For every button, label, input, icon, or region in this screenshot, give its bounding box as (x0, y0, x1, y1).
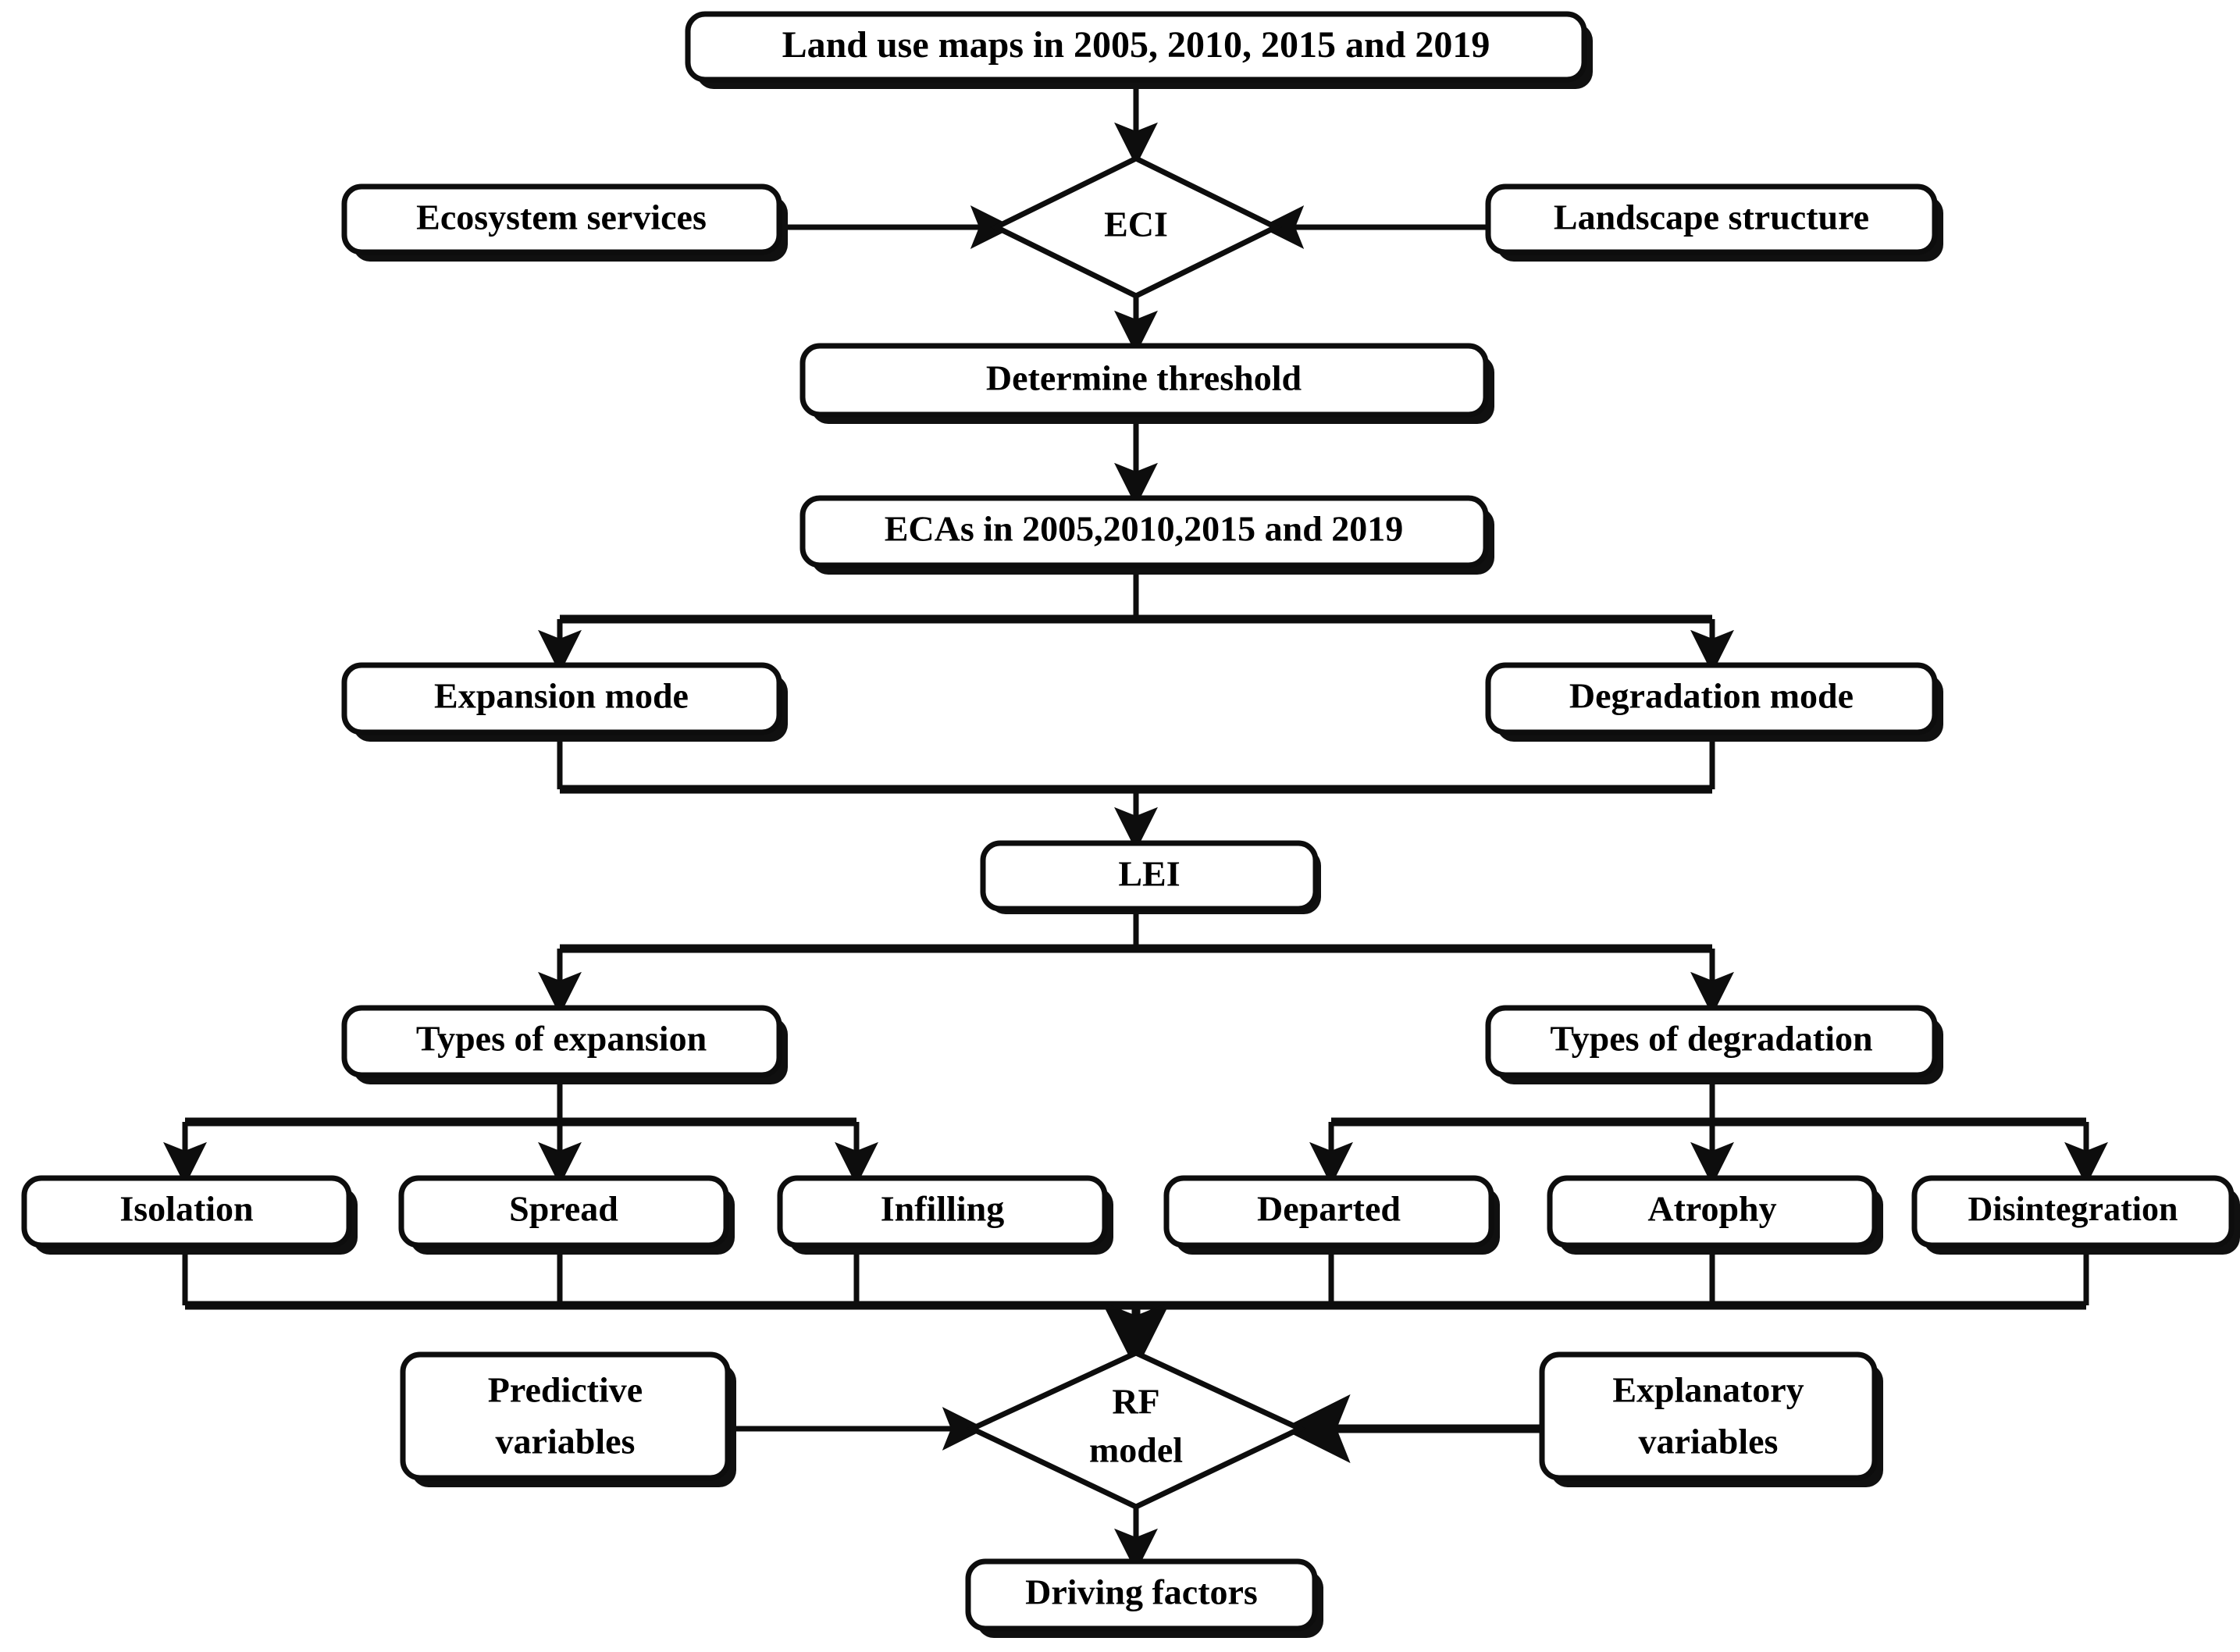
node-determine-threshold[interactable]: Determine threshold (799, 343, 1494, 424)
node-label: Land use maps in 2005, 2010, 2015 and 20… (782, 24, 1490, 66)
node-label: Disintegration (1968, 1190, 2178, 1228)
node-land-use-maps[interactable]: Land use maps in 2005, 2010, 2015 and 20… (685, 11, 1593, 89)
node-departed[interactable]: Departed (1163, 1175, 1500, 1255)
node-outline (341, 183, 782, 255)
node-label: Infilling (881, 1189, 1005, 1229)
node-label: Types of expansion (416, 1019, 707, 1059)
node-ecas[interactable]: ECAs in 2005,2010,2015 and 2019 (799, 495, 1494, 575)
node-lei[interactable]: LEI (980, 840, 1321, 914)
node-outline (1163, 1175, 1494, 1248)
node-outline (965, 1350, 1307, 1510)
node-outline (990, 155, 1282, 299)
node-types-of-degradation[interactable]: Types of degradation (1485, 1005, 1943, 1084)
node-outline (1911, 1175, 2235, 1248)
node-outline (965, 1558, 1318, 1632)
node-label-line2: variables (1639, 1422, 1779, 1462)
node-rf-model[interactable]: RF model (965, 1350, 1307, 1510)
node-predictive-variables[interactable]: Predictive variables (400, 1351, 736, 1487)
node-ecosystem-services[interactable]: Ecosystem services (341, 183, 788, 262)
node-label: Expansion mode (434, 676, 689, 716)
node-label-line2: variables (496, 1422, 636, 1462)
node-infilling[interactable]: Infilling (777, 1175, 1113, 1255)
node-label: Degradation mode (1569, 676, 1854, 716)
node-spread[interactable]: Spread (398, 1175, 735, 1255)
connector-layer (163, 86, 2108, 1572)
node-outline (1547, 1175, 1878, 1248)
node-eci[interactable]: ECI (990, 155, 1282, 299)
node-label: Landscape structure (1554, 198, 1869, 237)
node-label: ECAs in 2005,2010,2015 and 2019 (885, 509, 1404, 549)
node-isolation[interactable]: Isolation (21, 1175, 358, 1255)
node-outline (980, 840, 1319, 912)
node-label-line2: model (1089, 1430, 1183, 1470)
node-outline (777, 1175, 1108, 1248)
node-outline (341, 662, 782, 735)
node-label: Ecosystem services (416, 198, 707, 237)
node-atrophy[interactable]: Atrophy (1547, 1175, 1883, 1255)
node-degradation-mode[interactable]: Degradation mode (1485, 662, 1943, 742)
node-label-line1: RF (1112, 1382, 1159, 1422)
node-label-line1: Predictive (488, 1370, 643, 1410)
node-label: LEI (1118, 854, 1180, 894)
node-label: Driving factors (1025, 1572, 1258, 1612)
node-outline (398, 1175, 729, 1248)
node-label-line1: Explanatory (1612, 1370, 1804, 1410)
node-label: Determine threshold (986, 358, 1302, 398)
node-expansion-mode[interactable]: Expansion mode (341, 662, 788, 742)
node-label: Types of degradation (1550, 1019, 1872, 1059)
node-disintegration[interactable]: Disintegration (1911, 1175, 2240, 1255)
node-label: Spread (509, 1189, 618, 1229)
node-outline (21, 1175, 352, 1248)
node-outline (341, 1005, 782, 1078)
node-outline (799, 343, 1489, 418)
node-outline (1485, 183, 1938, 255)
node-outline (1485, 662, 1938, 735)
node-types-of-expansion[interactable]: Types of expansion (341, 1005, 788, 1084)
node-outline (400, 1351, 731, 1481)
node-explanatory-variables[interactable]: Explanatory variables (1539, 1351, 1883, 1487)
node-outline (799, 495, 1489, 568)
node-outline (685, 11, 1587, 83)
node-landscape-structure[interactable]: Landscape structure (1485, 183, 1943, 262)
node-label: Isolation (119, 1189, 253, 1229)
node-driving-factors[interactable]: Driving factors (965, 1558, 1323, 1638)
node-outline (1485, 1005, 1938, 1078)
node-outline (1539, 1351, 1878, 1481)
node-label: Atrophy (1647, 1189, 1776, 1229)
node-label: Departed (1257, 1189, 1401, 1229)
node-label: ECI (1104, 205, 1168, 244)
